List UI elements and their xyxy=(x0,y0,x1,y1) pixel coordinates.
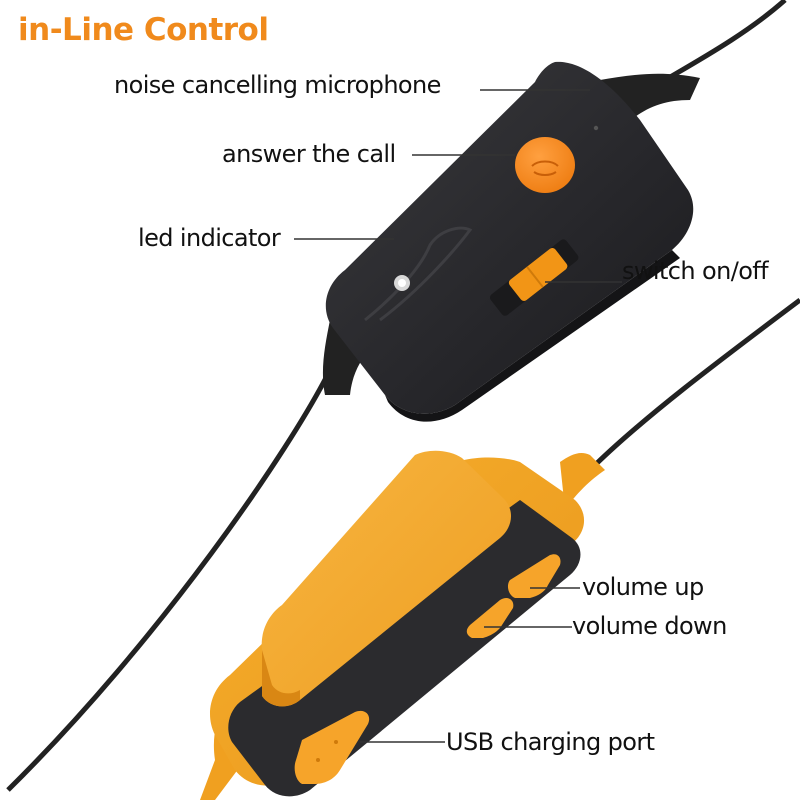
microphone-hole xyxy=(593,125,599,131)
upper-remote xyxy=(6,0,787,792)
lower-cable-top xyxy=(588,298,800,472)
lower-strain-relief-top xyxy=(560,452,605,510)
leader-lines xyxy=(294,89,622,743)
label-volume-down: volume down xyxy=(572,612,727,640)
label-switch-on-off: switch on/off xyxy=(622,257,769,285)
black-front-face xyxy=(228,500,581,797)
label-noise-cancelling-microphone: noise cancelling microphone xyxy=(114,71,441,99)
volume-up-button xyxy=(507,554,561,598)
label-led-indicator: led indicator xyxy=(138,224,281,252)
answer-button xyxy=(515,137,575,193)
upper-strain-relief-bottom xyxy=(322,320,370,395)
lower-remote xyxy=(200,298,800,800)
page-title: in-Line Control xyxy=(18,12,269,48)
label-usb-charging-port: USB charging port xyxy=(446,728,655,756)
power-switch xyxy=(489,239,579,316)
label-answer-the-call: answer the call xyxy=(222,140,396,168)
upper-cable-bottom xyxy=(6,368,333,792)
black-remote-body xyxy=(325,61,694,414)
label-volume-up: volume up xyxy=(582,573,704,601)
volume-down-button xyxy=(466,597,514,638)
black-remote-side xyxy=(385,250,680,422)
usb-port-cover xyxy=(294,710,370,784)
belt-clip xyxy=(261,450,512,707)
